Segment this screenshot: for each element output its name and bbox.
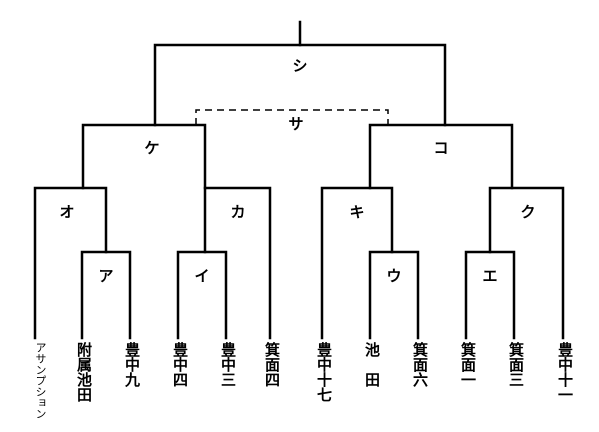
- match-label-e: エ: [475, 265, 505, 287]
- match-label-shi: シ: [285, 55, 315, 77]
- team-name: 豊中九: [123, 342, 141, 387]
- team-name: 豊中十一: [556, 342, 574, 402]
- match-label-u: ウ: [379, 265, 409, 287]
- team-name: 箕面四: [263, 342, 281, 387]
- bracket-line-shi: [153, 43, 447, 127]
- team-name: 豊中四: [171, 342, 189, 387]
- bracket-line-sa: [195, 109, 389, 125]
- match-label-ki: キ: [342, 201, 372, 223]
- match-label-ku: ク: [513, 201, 543, 223]
- bracket-line-ka: [203, 186, 272, 340]
- bracket-line-ke: [81, 123, 207, 190]
- team-name: 箕面三: [507, 342, 525, 387]
- bracket-line-u: [368, 250, 420, 340]
- bracket-line-ku: [488, 186, 565, 340]
- match-label-ke: ケ: [137, 137, 167, 159]
- team-name: 附属池田: [75, 342, 93, 402]
- match-label-o: オ: [52, 201, 82, 223]
- bracket-line-ko: [368, 123, 514, 190]
- team-name: 豊中十七: [315, 342, 333, 402]
- team-name: 池 田: [363, 342, 381, 387]
- team-name: 箕面六: [411, 342, 429, 387]
- bracket-line-i: [176, 250, 228, 340]
- match-label-ko: コ: [426, 137, 456, 159]
- team-name: アサンプション: [34, 342, 47, 419]
- match-label-sa: サ: [284, 113, 308, 135]
- bracket-line-a: [80, 250, 132, 340]
- match-label-ka: カ: [223, 201, 253, 223]
- match-label-i: イ: [187, 265, 217, 287]
- team-name: 豊中三: [219, 342, 237, 387]
- bracket-line-e: [464, 250, 516, 340]
- match-label-a: ア: [91, 265, 121, 287]
- bracket-line-o: [33, 186, 108, 340]
- team-name: 箕面一: [459, 342, 477, 387]
- bracket-line-ki: [320, 186, 394, 340]
